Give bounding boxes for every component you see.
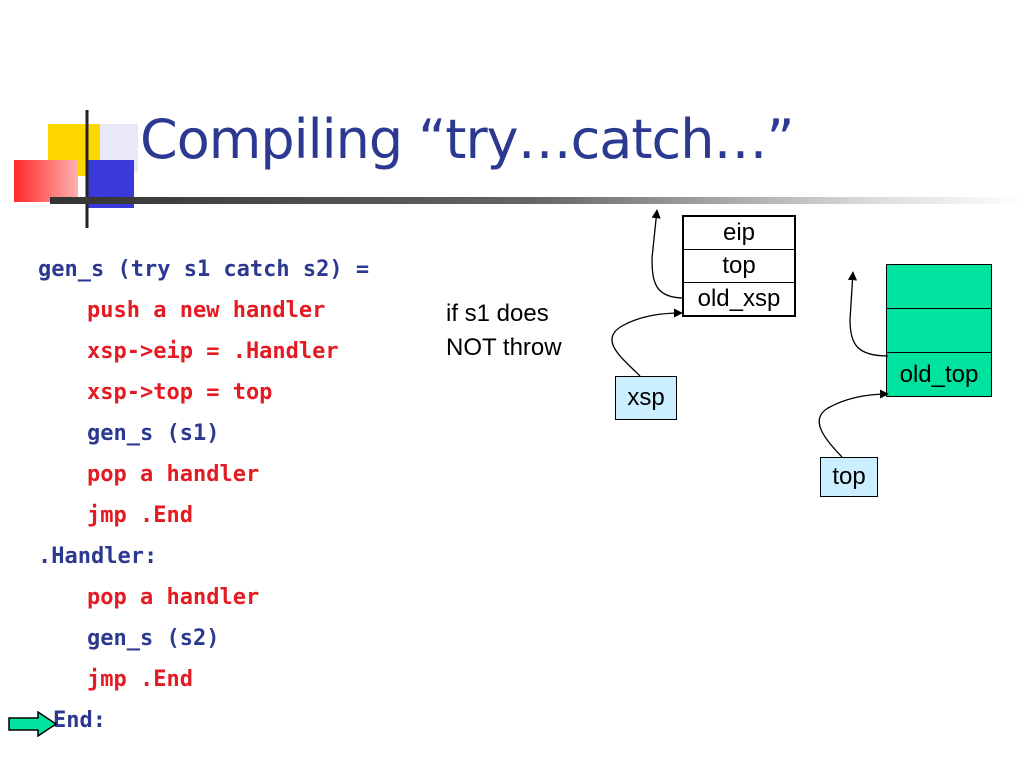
decorative-corner-graphic bbox=[14, 110, 150, 228]
old-top-link-arrow bbox=[847, 271, 889, 357]
top-pointer-box: top bbox=[820, 457, 878, 497]
code-line: End: bbox=[53, 708, 106, 733]
code-line: gen_s (s1) bbox=[87, 421, 220, 446]
code-line: pop a handler bbox=[87, 585, 260, 610]
current-line-arrow-icon bbox=[8, 711, 58, 737]
handler-stack: eip top old_xsp bbox=[682, 215, 796, 317]
data-stack: old_top bbox=[886, 264, 992, 397]
code-line: gen_s (try s1 catch s2) = bbox=[38, 257, 370, 282]
code-line: pop a handler bbox=[87, 462, 260, 487]
slide-title: Compiling “try…catch…” bbox=[140, 108, 794, 171]
data-stack-cell bbox=[887, 265, 991, 309]
code-line: .Handler: bbox=[38, 544, 158, 569]
code-line: xsp->top = top bbox=[87, 380, 273, 405]
handler-cell-top: top bbox=[684, 250, 794, 283]
old-xsp-link-arrow bbox=[651, 209, 685, 299]
title-underline bbox=[50, 197, 1024, 204]
xsp-link-arrow bbox=[611, 308, 683, 377]
code-line: jmp .End bbox=[87, 667, 193, 692]
note-line-1: if s1 does bbox=[446, 300, 549, 327]
code-line: gen_s (s2) bbox=[87, 626, 220, 651]
code-line: push a new handler bbox=[87, 298, 326, 323]
handler-cell-eip: eip bbox=[684, 217, 794, 250]
code-line: xsp->eip = .Handler bbox=[87, 339, 339, 364]
xsp-pointer-box: xsp bbox=[615, 376, 677, 420]
note-line-2: NOT throw bbox=[446, 334, 562, 361]
data-stack-cell bbox=[887, 309, 991, 353]
code-line: jmp .End bbox=[87, 503, 193, 528]
top-link-arrow bbox=[818, 389, 889, 458]
data-stack-cell-old-top: old_top bbox=[899, 361, 979, 388]
annotation-note: if s1 does NOT throw bbox=[446, 297, 562, 365]
handler-cell-old-xsp: old_xsp bbox=[697, 285, 781, 312]
